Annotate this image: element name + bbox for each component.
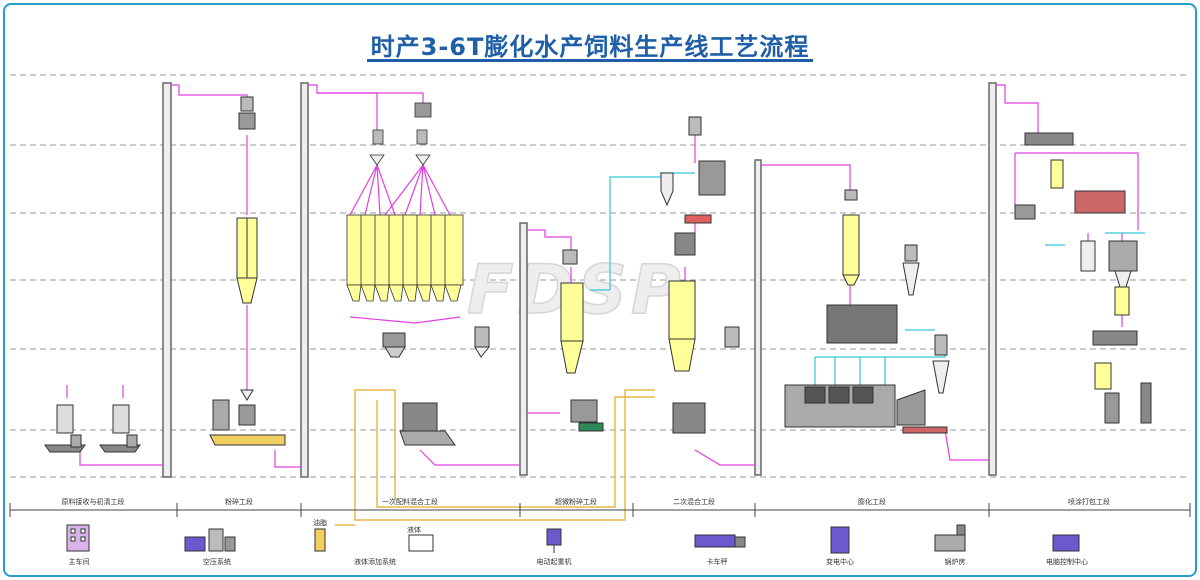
facility-label-air-compressor: 空压系统 (203, 557, 231, 566)
section-label-intake: 原料接收与初清工段 (62, 497, 125, 506)
page-title: 时产3-6T膨化水产饲料生产线工艺流程 (370, 33, 810, 61)
truck-scale-icon (694, 534, 746, 548)
secondary-mixing-equipment (660, 116, 740, 434)
control-center-icon (1052, 534, 1080, 552)
coating-packing-equipment (1014, 132, 1152, 424)
air-compressor-icon (184, 528, 236, 552)
intake-equipment (44, 404, 141, 453)
main-workshop-icon (66, 524, 90, 552)
substation-icon (830, 526, 850, 554)
facility-label-control-center: 电脑控制中心 (1046, 557, 1088, 566)
section-label-coating-packing: 喷涂打包工段 (1068, 497, 1110, 506)
grinding-equipment (209, 96, 286, 446)
liquid-label-oil: 油脂 (313, 518, 327, 527)
extrusion-equipment (784, 189, 950, 434)
mixer-equipment (382, 326, 491, 446)
material-flow-lines (66, 84, 1139, 468)
section-label-grinding: 粉碎工段 (225, 497, 253, 506)
facility-label-boiler: 锅炉房 (945, 557, 966, 566)
boiler-icon (934, 524, 966, 552)
micro-grinding-equipment (560, 249, 604, 432)
section-divider-line (9, 503, 1191, 517)
liquid-tank-icon (314, 528, 434, 552)
liquid-lines (335, 389, 655, 526)
section-label-extrusion: 膨化工段 (858, 497, 886, 506)
title-underline (367, 59, 813, 62)
liquid-label-liquid: 液体 (407, 525, 421, 534)
facility-label-liquid-system: 液体添加系统 (354, 557, 396, 566)
bucket-elevators (162, 82, 997, 478)
batching-bins (346, 102, 464, 302)
section-label-micro-grinding: 超微粉碎工段 (555, 497, 597, 506)
facility-label-truck-scale: 卡车秤 (707, 557, 728, 566)
facility-label-substation: 变电中心 (826, 557, 854, 566)
facility-icons (66, 524, 1080, 554)
diagram-frame: 时产3-6T膨化水产饲料生产线工艺流程 FDSP (3, 3, 1197, 577)
facility-label-crane: 电动起重机 (537, 557, 572, 566)
section-label-batching: 一次配料混合工段 (382, 497, 438, 506)
section-label-secondary-mixing: 二次混合工段 (673, 497, 715, 506)
process-flow-diagram: FDSP (9, 74, 1191, 566)
facility-label-main-workshop: 主车间 (69, 557, 90, 566)
crane-icon (546, 528, 562, 553)
